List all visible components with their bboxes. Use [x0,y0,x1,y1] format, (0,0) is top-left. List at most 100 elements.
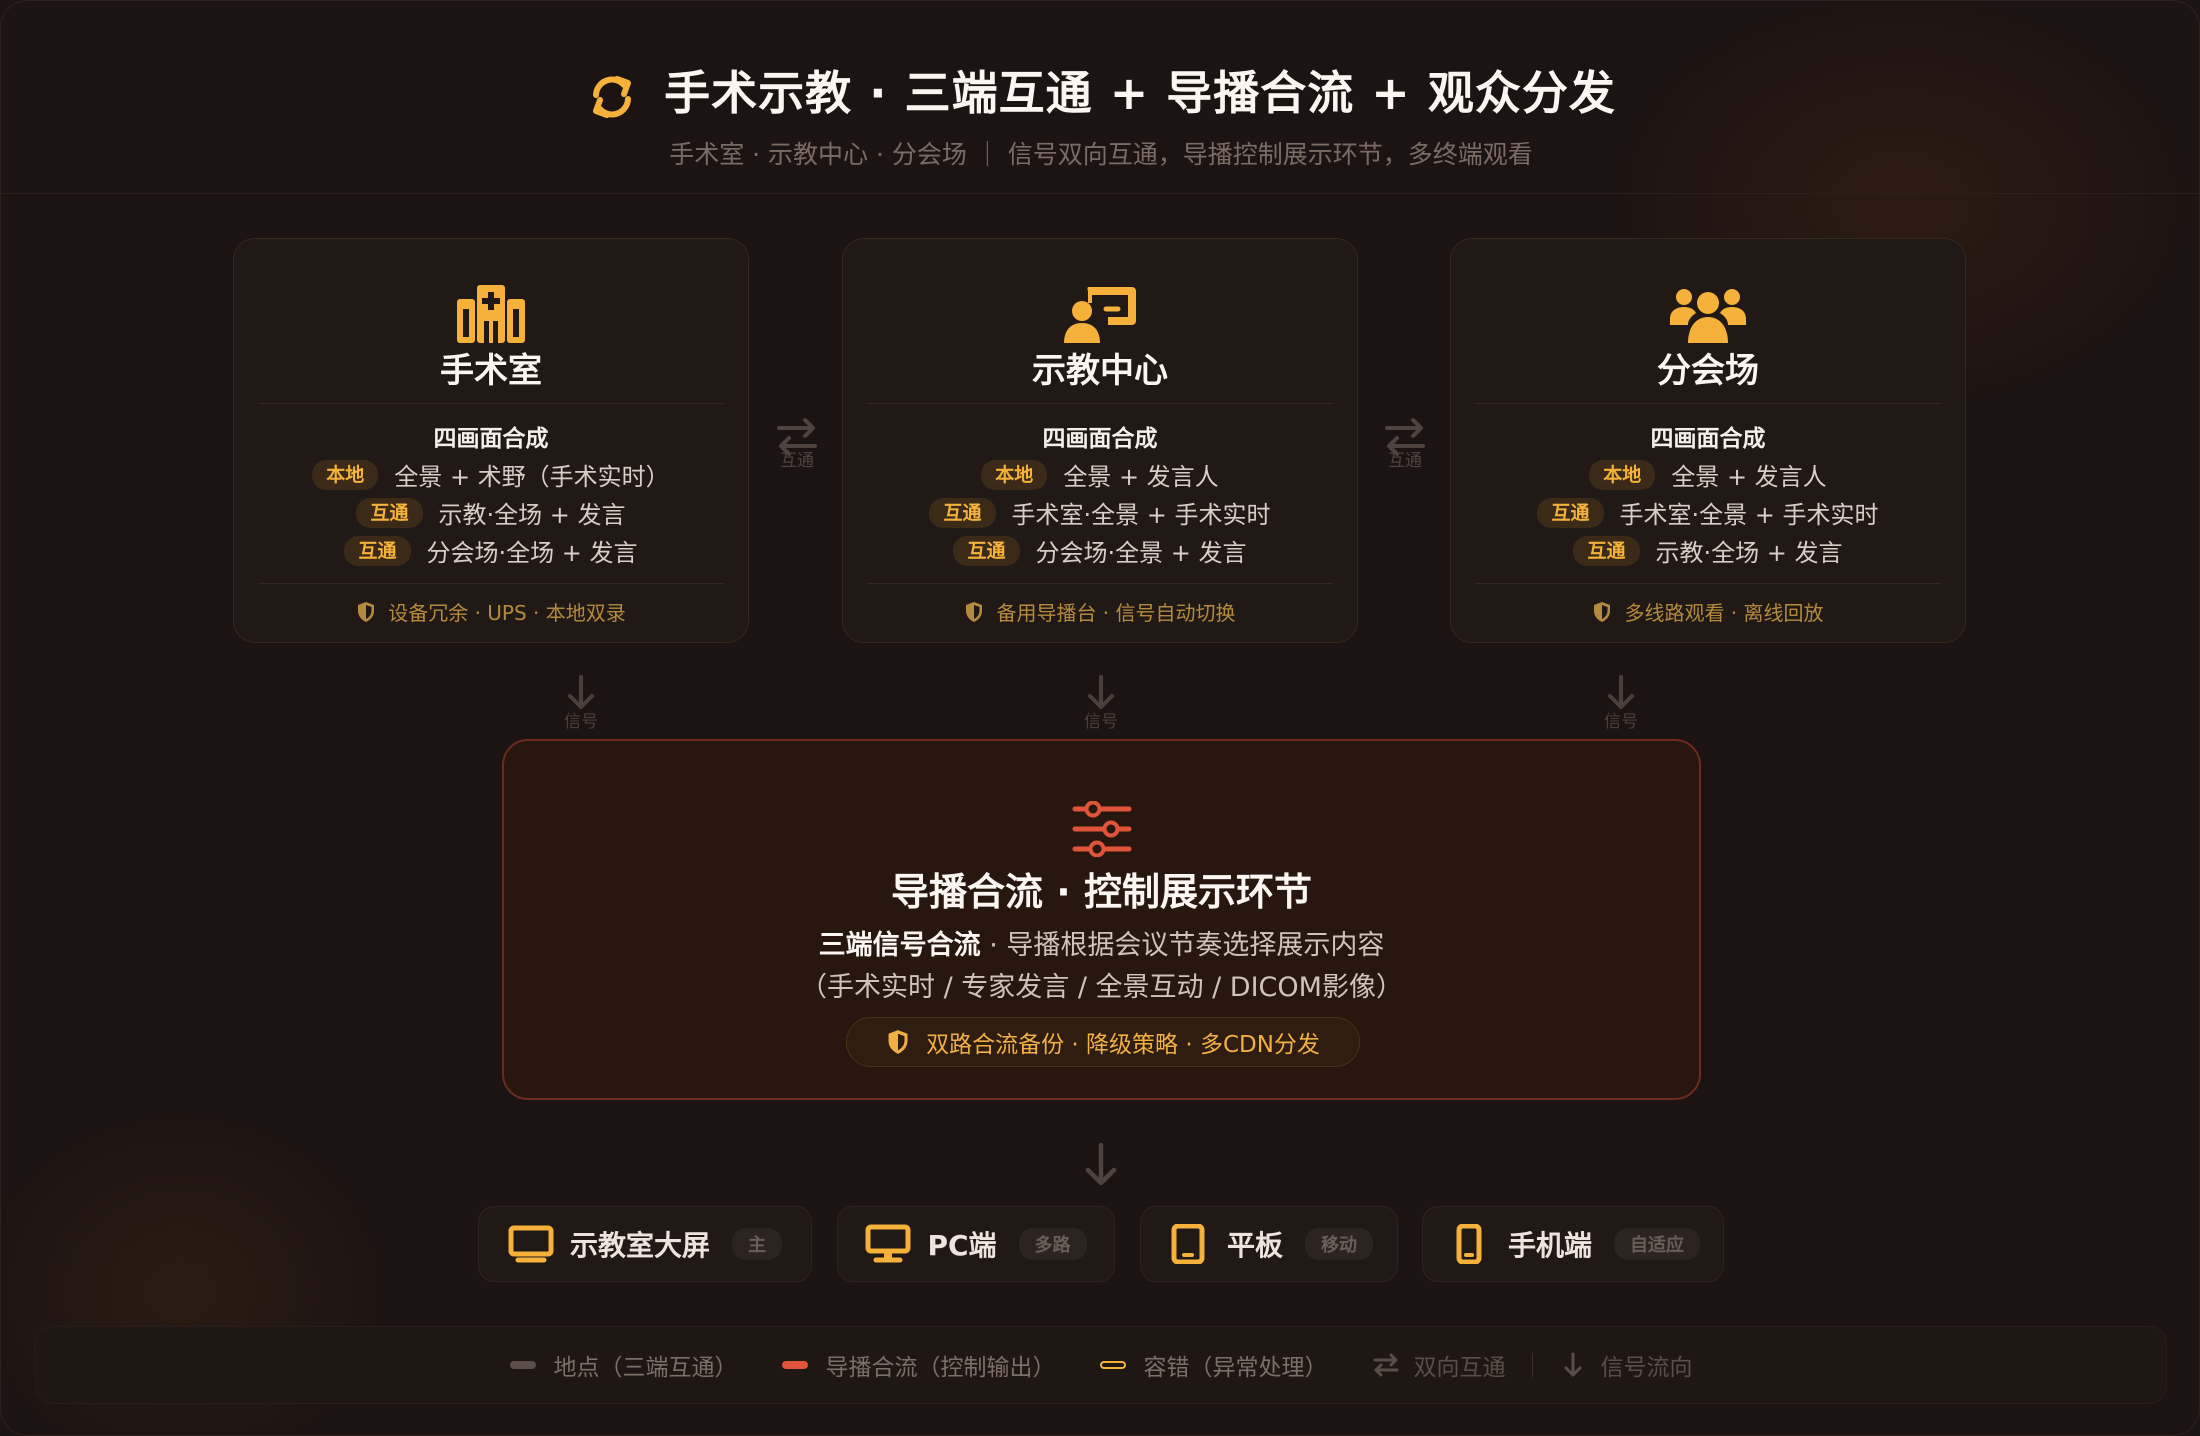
page-title: 手术示教 · 三端互通 + 导播合流 + 观众分发 [664,66,1616,120]
feed-row: 互通手术室·全景 + 手术实时 [1451,495,1965,530]
terminal-classroom-screen: 示教室大屏 主 [478,1206,812,1282]
local-tag: 本地 [981,459,1048,490]
legend-label: 双向互通 [1413,1355,1506,1381]
feed-row: 互通示教·全场 + 发言 [1451,533,1965,568]
terminal-pill: 自适应 [1614,1228,1700,1260]
terminal-pc: PC端 多路 [837,1206,1115,1282]
down-arrow-icon [1608,675,1634,709]
node-title: 手术室 [440,351,542,391]
feed-row: 互通手术室·全景 + 手术实时 [843,495,1357,530]
footer-text: 多线路观看 · 离线回放 [1624,601,1824,625]
terminal-pill: 多路 [1018,1228,1087,1260]
legend-item-fault: 容错（异常处理） [1099,1348,1328,1382]
node-footer: 多线路观看 · 离线回放 [1451,597,1965,626]
node-card-operating-room: 手术室 四画面合成 本地全景 + 术野（手术实时） 互通示教·全场 + 发言 互… [233,238,749,643]
legend-label: 信号流向 [1600,1355,1693,1381]
shield-icon [358,601,375,622]
down-arrow-icon [1564,1352,1581,1377]
monitor-icon [508,1225,554,1263]
interop-tag: 互通 [953,535,1020,566]
shield-icon [888,1030,908,1054]
terminal-label: PC端 [927,1229,997,1262]
legend: 地点（三端互通） 导播合流（控制输出） 容错（异常处理） 双向互通 信号流向 [35,1326,2167,1404]
feed-text: 全景 + 术野（手术实时） [394,463,670,491]
feed-text: 示教·全场 + 发言 [438,501,626,529]
link-label: 信号 [1084,712,1118,732]
node-card-branch-venue: 分会场 四画面合成 本地全景 + 发言人 互通手术室·全景 + 手术实时 互通示… [1450,238,1966,643]
feed-text: 全景 + 发言人 [1063,463,1219,491]
feed-row: 互通分会场·全场 + 发言 [234,533,748,568]
feed-row: 互通示教·全场 + 发言 [234,495,748,530]
down-arrow-icon [568,675,594,709]
interop-tag: 互通 [1573,535,1640,566]
node-subtitle: 四画面合成 [1650,426,1766,452]
phone-icon [1456,1224,1482,1264]
node-footer: 设备冗余 · UPS · 本地双录 [234,597,748,626]
legend-label: 容错（异常处理） [1143,1355,1328,1381]
interop-tag: 互通 [344,535,411,566]
swap-arrows-icon [1385,418,1425,456]
header: 手术示教 · 三端互通 + 导播合流 + 观众分发 手术室 · 示教中心 · 分… [1,1,2199,194]
shield-icon [966,601,983,622]
director-block: 导播合流 · 控制展示环节 三端信号合流 · 导播根据会议节奏选择展示内容 （手… [502,739,1701,1100]
tablet-icon [1171,1224,1205,1264]
signal-link: 信号 [1591,673,1651,732]
node-title: 分会场 [1657,351,1759,391]
local-tag: 本地 [1589,459,1656,490]
shield-icon [1594,601,1611,622]
node-card-teaching-center: 示教中心 四画面合成 本地全景 + 发言人 互通手术室·全景 + 手术实时 互通… [842,238,1358,643]
link-label: 信号 [564,712,598,732]
legend-swatch [781,1361,808,1369]
desktop-icon [865,1224,911,1263]
hospital-icon [457,285,525,343]
terminal-pill: 移动 [1305,1228,1373,1260]
footer-text: 设备冗余 · UPS · 本地双录 [388,601,626,625]
node-title: 示教中心 [1032,351,1168,391]
feed-text: 分会场·全景 + 发言 [1035,539,1247,567]
node-subtitle: 四画面合成 [1042,426,1158,452]
director-description-text: · 导播根据会议节奏选择展示内容 [980,930,1385,961]
down-arrow-icon [1085,1142,1117,1186]
legend-swatch [509,1361,536,1369]
feed-text: 全景 + 发言人 [1671,463,1827,491]
feed-row: 本地全景 + 发言人 [843,457,1357,492]
signal-link: 信号 [1071,673,1131,732]
link-label: 互通 [1388,451,1422,471]
terminal-label: 平板 [1226,1229,1283,1262]
footer-text: 备用导播台 · 信号自动切换 [996,601,1236,625]
terminal-label: 示教室大屏 [569,1229,710,1262]
page-subtitle: 手术室 · 示教中心 · 分会场 ｜ 信号双向互通，导播控制展示环节，多终端观看 [669,140,1533,169]
link-label: 互通 [780,451,814,471]
bidirectional-link: 互通 [1375,416,1435,471]
node-footer: 备用导播台 · 信号自动切换 [843,597,1357,626]
legend-swatch [1099,1361,1126,1369]
sync-icon [593,76,632,118]
feed-row: 互通分会场·全景 + 发言 [843,533,1357,568]
local-tag: 本地 [312,459,379,490]
badge-text: 双路合流备份 · 降级策略 · 多CDN分发 [926,1032,1320,1058]
interop-tag: 互通 [929,497,996,528]
terminal-label: 手机端 [1507,1229,1592,1262]
interop-tag: 互通 [356,497,423,528]
sliders-icon [1072,801,1131,857]
feed-text: 示教·全场 + 发言 [1655,539,1843,567]
feed-text: 手术室·全景 + 手术实时 [1619,501,1879,529]
legend-label: 导播合流（控制输出） [825,1355,1056,1381]
audience-icon [1670,289,1746,343]
link-label: 信号 [1604,712,1638,732]
feed-text: 手术室·全景 + 手术实时 [1011,501,1271,529]
node-subtitle: 四画面合成 [433,426,549,452]
feed-text: 分会场·全场 + 发言 [426,539,638,567]
director-title: 导播合流 · 控制展示环节 [891,870,1312,914]
terminal-tablet: 平板 移动 [1140,1206,1398,1282]
signal-link: 信号 [551,673,611,732]
legend-item-director: 导播合流（控制输出） [781,1348,1056,1382]
down-arrow-icon [1088,675,1114,709]
bidirectional-link: 互通 [767,416,827,471]
feed-row: 本地全景 + 发言人 [1451,457,1965,492]
legend-label: 地点（三端互通） [553,1355,738,1381]
legend-item-signal: 信号流向 [1559,1348,1693,1382]
director-description-bold: 三端信号合流 [818,930,981,961]
director-content-types: （手术实时 / 专家发言 / 全景互动 / DICOM影像） [800,972,1403,1003]
